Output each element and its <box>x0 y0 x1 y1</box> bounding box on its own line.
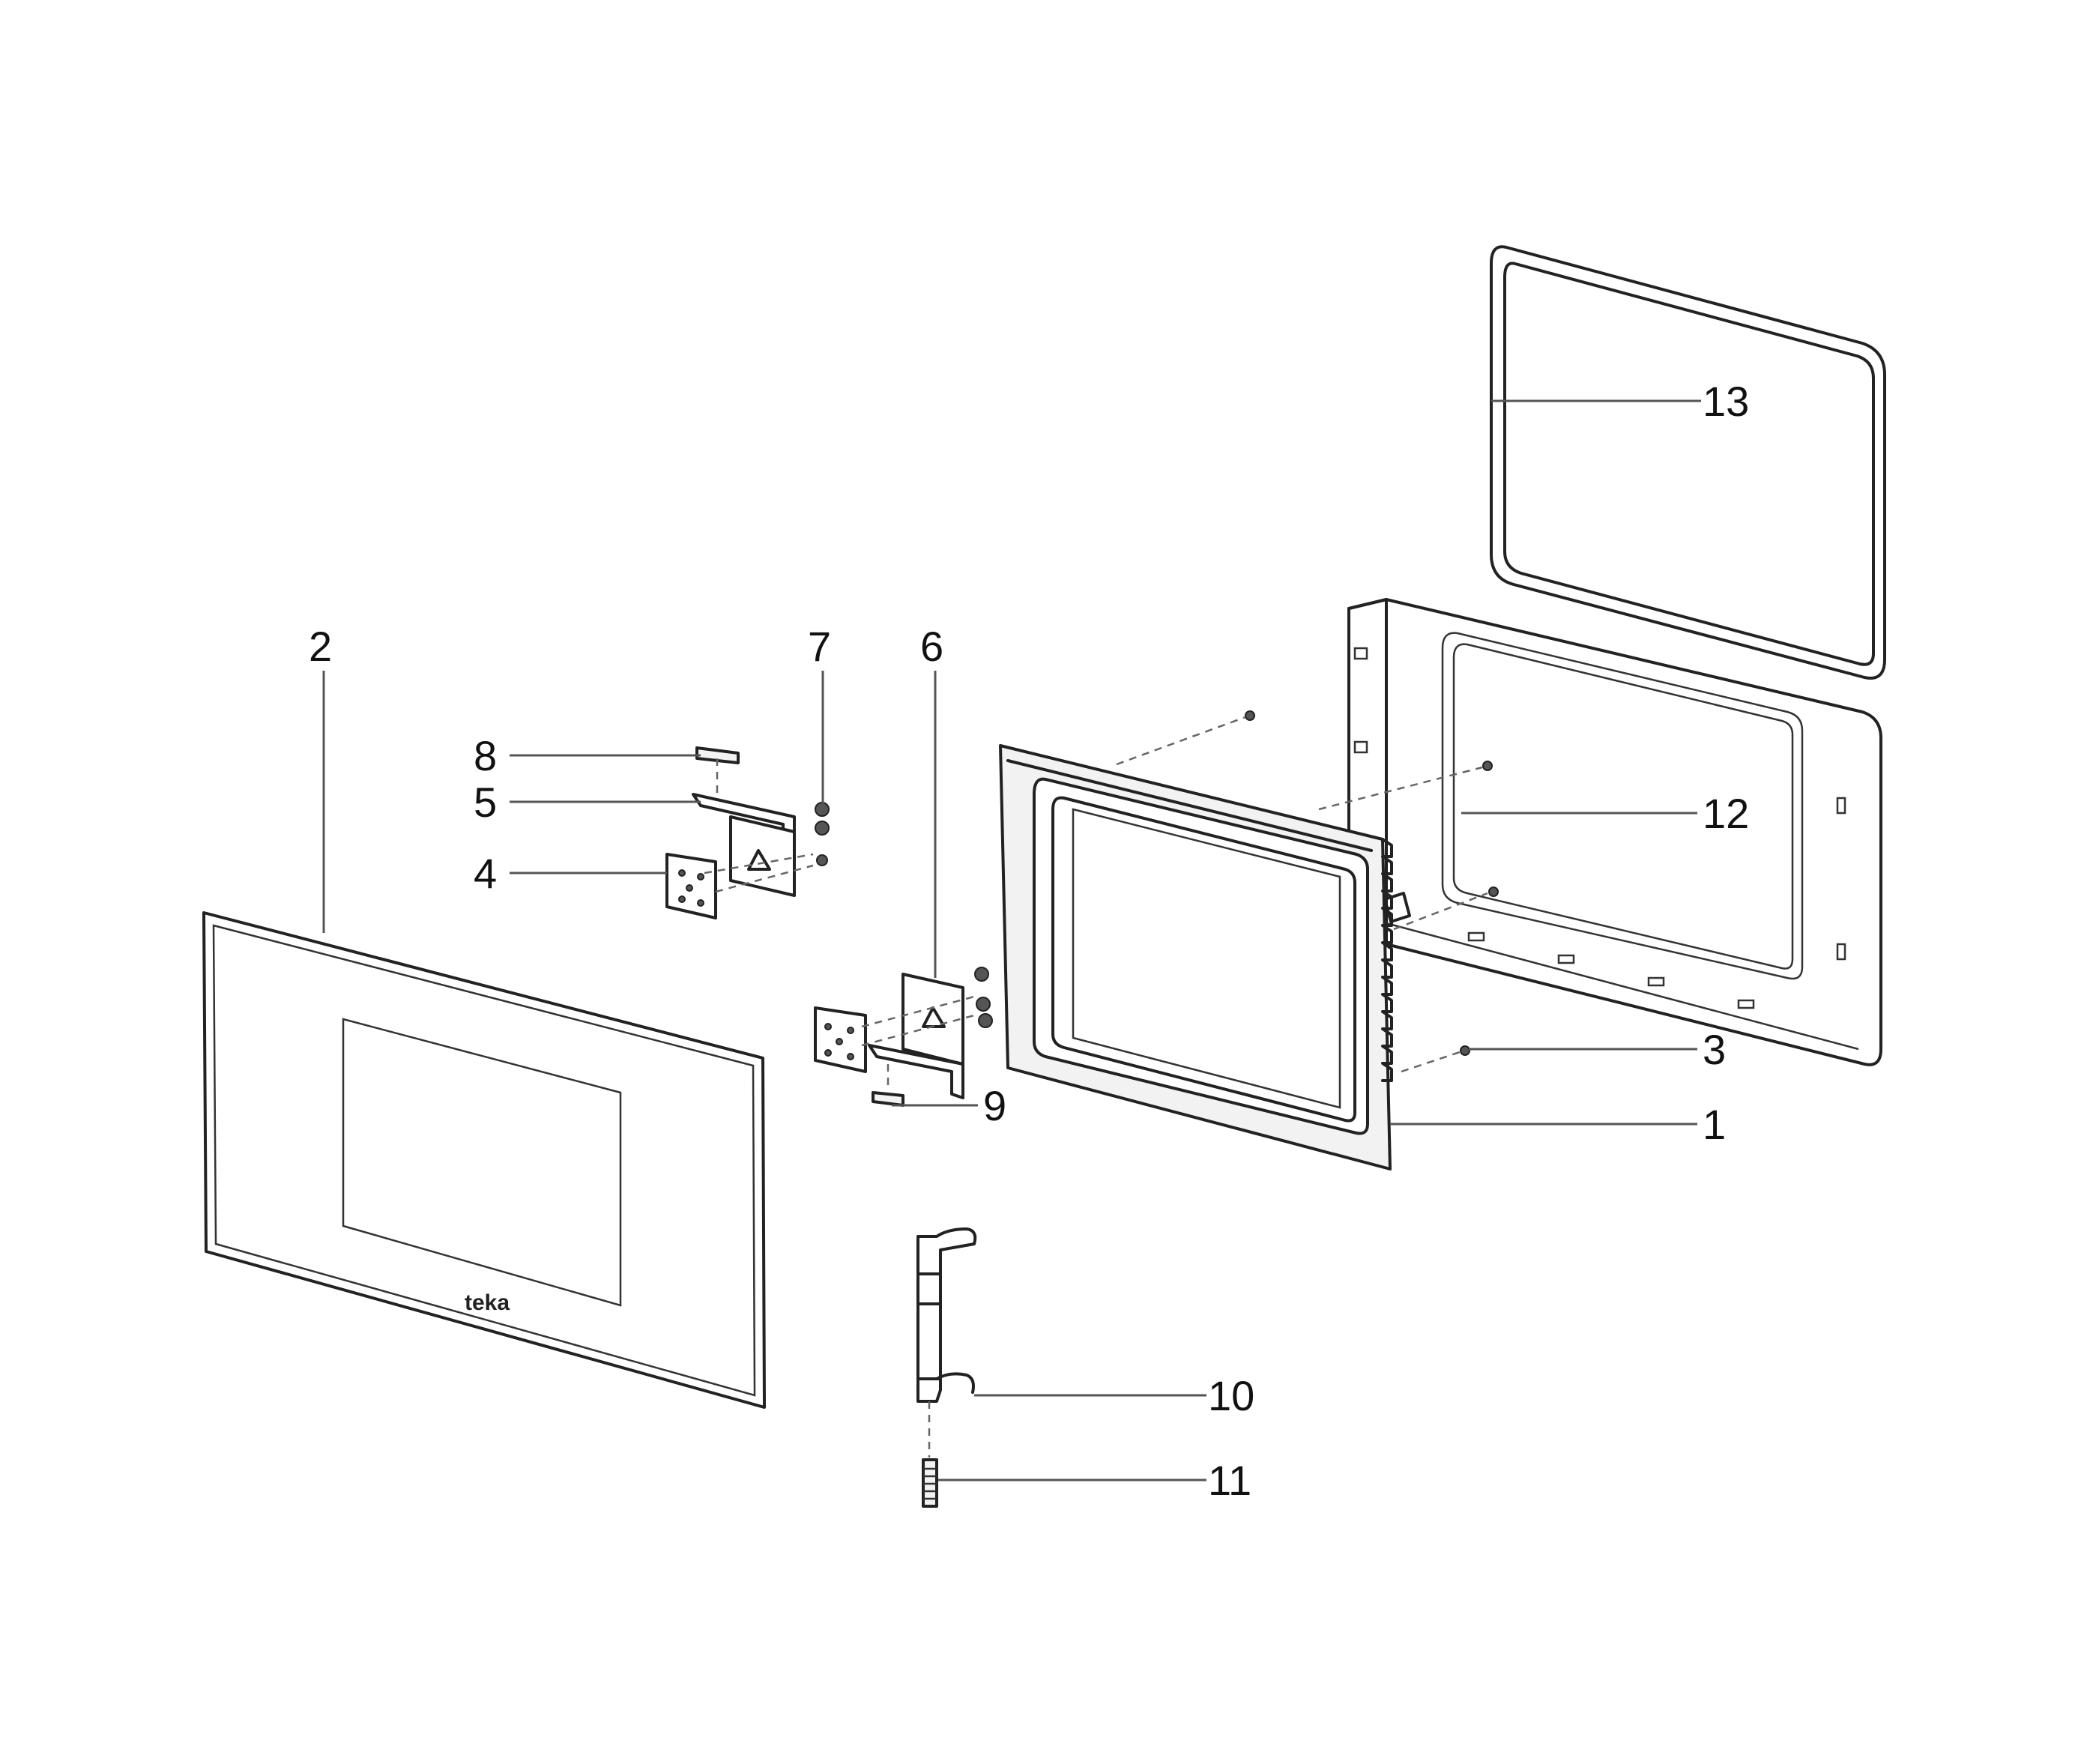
callout-8: 8 <box>474 732 497 779</box>
callout-1: 1 <box>1703 1101 1726 1148</box>
latch-hook-assembly <box>916 1227 977 1508</box>
choke-cover-part <box>1347 598 1882 1066</box>
loose-screws <box>1116 710 1499 1073</box>
lower-hinge-assembly <box>814 967 993 1107</box>
callout-9: 9 <box>983 1082 1006 1129</box>
outer-door-glass-part: teka <box>202 911 766 1409</box>
callout-7: 7 <box>808 623 831 670</box>
callout-12: 12 <box>1703 790 1749 837</box>
leader-lines <box>322 399 1701 1481</box>
callout-2: 2 <box>309 623 332 670</box>
upper-hinge-assembly <box>665 746 830 919</box>
brand-logo: teka <box>465 1290 510 1315</box>
door-gasket-part <box>1490 245 1886 680</box>
callout-10: 10 <box>1208 1372 1254 1419</box>
callout-3: 3 <box>1703 1026 1726 1073</box>
callout-4: 4 <box>474 850 497 897</box>
callout-5: 5 <box>474 779 497 826</box>
inner-door-frame-part <box>999 744 1411 1171</box>
callout-labels: 2 7 6 8 5 4 9 10 11 3 1 12 13 <box>309 378 1749 1504</box>
callout-11: 11 <box>1208 1457 1251 1504</box>
callout-13: 13 <box>1703 378 1749 425</box>
callout-6: 6 <box>920 623 943 670</box>
